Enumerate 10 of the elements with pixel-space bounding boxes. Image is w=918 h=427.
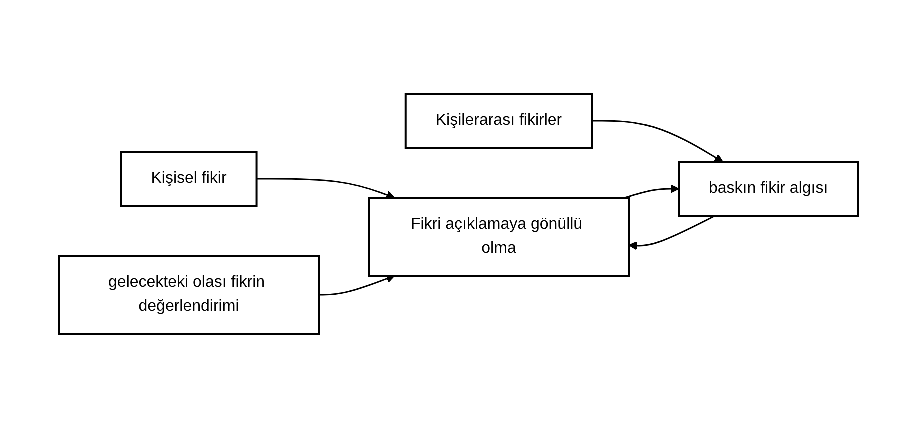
arrow <box>257 178 396 199</box>
node-box: Kişilerarası fikirler <box>405 92 594 148</box>
arrow <box>319 274 396 296</box>
node-box: gelecekteki olası fikrin değerlendirimi <box>58 254 320 334</box>
arrow <box>592 120 724 162</box>
node-box: Fikri açıklamaya gönüllü olma <box>368 196 630 276</box>
arrow <box>629 214 716 250</box>
node-box: Kişisel fikir <box>120 150 258 206</box>
arrow <box>625 184 680 198</box>
node-box: baskın fikir algısı <box>678 160 860 216</box>
